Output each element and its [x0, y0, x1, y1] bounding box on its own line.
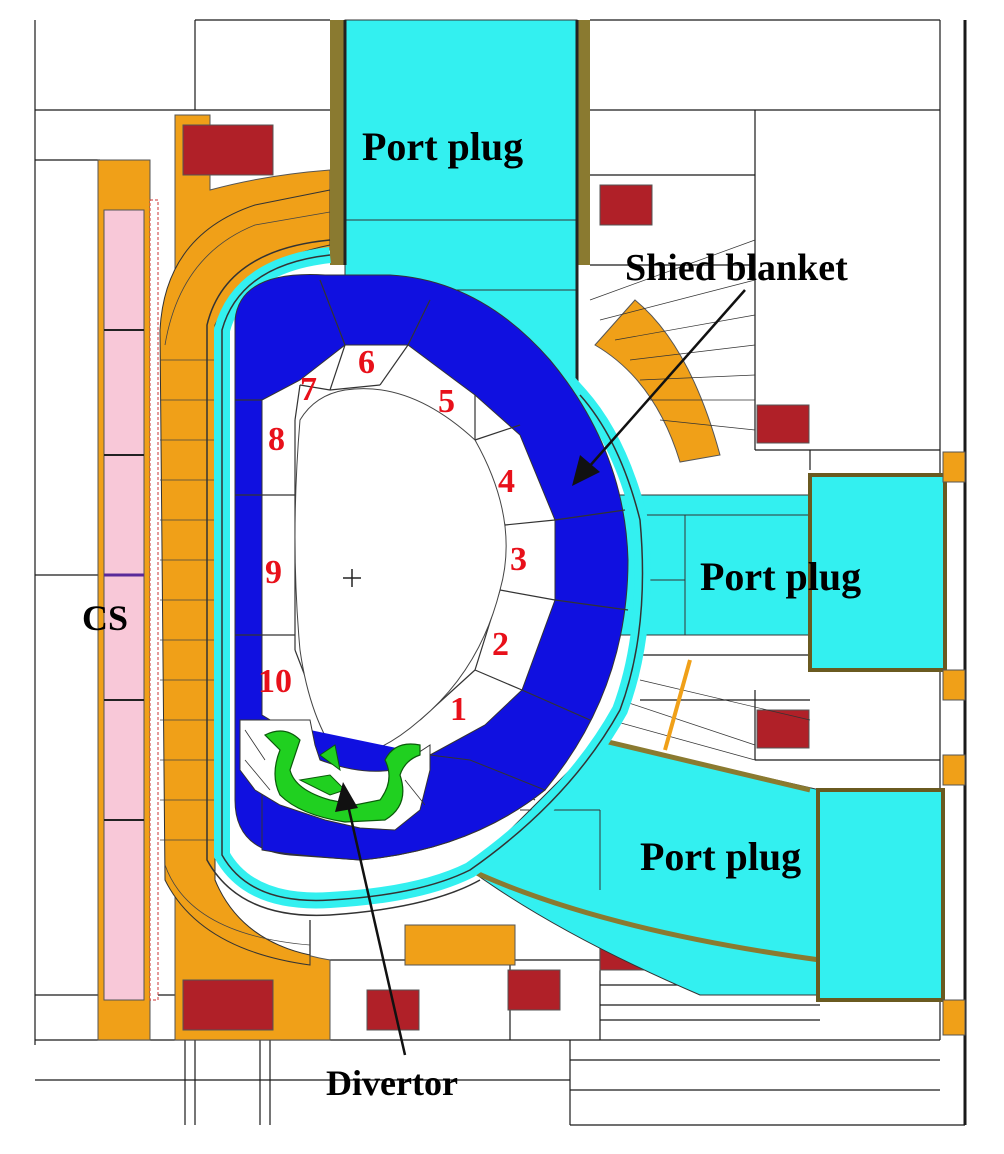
label-central-solenoid: CS	[82, 598, 128, 638]
module-number-6: 6	[358, 344, 375, 381]
pointer-arrows	[335, 289, 746, 1056]
module-number-9: 9	[265, 554, 282, 591]
plasma-center-marker	[343, 569, 361, 587]
module-number-8: 8	[268, 421, 285, 458]
label-port-plug-middle: Port plug	[700, 554, 861, 599]
label-port-plug-upper: Port plug	[362, 124, 523, 169]
blanket-module-numbers: 1 2 3 4 5 6 7 8 9 10	[258, 344, 527, 728]
module-number-7: 7	[300, 371, 317, 408]
module-number-2: 2	[492, 626, 509, 663]
label-divertor: Divertor	[326, 1063, 458, 1103]
module-number-4: 4	[498, 463, 515, 500]
arrow-head-divertor	[335, 782, 358, 812]
module-number-10: 10	[258, 663, 292, 700]
module-number-5: 5	[438, 383, 455, 420]
arrow-head-shield-blanket	[572, 455, 600, 486]
label-shield-blanket: Shied blanket	[625, 247, 848, 289]
module-number-3: 3	[510, 541, 527, 578]
divertor	[239, 719, 431, 831]
central-solenoid	[97, 159, 159, 1041]
vacuum-vessel	[206, 239, 651, 917]
label-port-plug-lower: Port plug	[640, 834, 801, 879]
module-number-1: 1	[450, 691, 467, 728]
component-labels: Port plug Port plug Port plug Shied blan…	[82, 124, 861, 1103]
tf-coil	[159, 114, 331, 1041]
